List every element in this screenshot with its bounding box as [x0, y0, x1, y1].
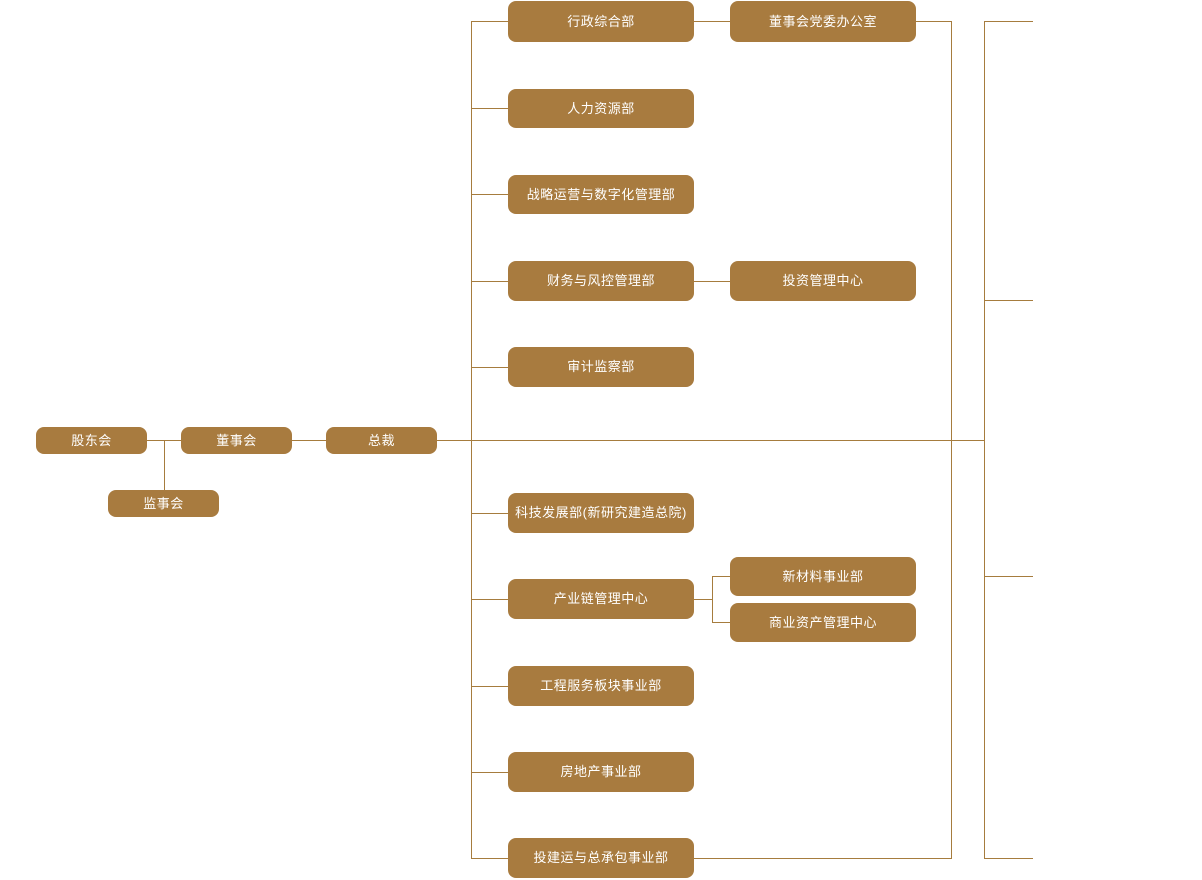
- connector-right-inner-bottom: [694, 858, 952, 859]
- node-strategy-digital-department-label: 战略运营与数字化管理部: [526, 186, 676, 202]
- node-tech-development-department-label: 科技发展部(新研究建造总院): [515, 505, 687, 521]
- node-finance-risk-department[interactable]: 财务与风控管理部: [508, 261, 694, 301]
- connector-far-right-stub-upper: [984, 300, 1033, 301]
- connector-branch-audit-supervision: [471, 367, 508, 368]
- node-audit-supervision-department-label: 审计监察部: [567, 359, 635, 375]
- connector-far-right-vertical: [984, 21, 985, 859]
- connector-branch-engineering-services: [471, 686, 508, 687]
- node-admin-general-department[interactable]: 行政综合部: [508, 1, 694, 42]
- connector-industry-chain-to-commercial-assets: [712, 622, 731, 623]
- connector-board-president: [291, 440, 327, 441]
- connector-branch-finance-risk: [471, 281, 508, 282]
- node-shareholders[interactable]: 股东会: [36, 427, 147, 454]
- node-shareholders-label: 股东会: [71, 432, 112, 448]
- node-board-of-directors-label: 董事会: [216, 432, 257, 448]
- connector-president-trunk: [437, 440, 985, 441]
- node-admin-general-department-label: 行政综合部: [567, 13, 635, 29]
- node-president[interactable]: 总裁: [326, 427, 437, 454]
- node-investment-management-center[interactable]: 投资管理中心: [730, 261, 916, 301]
- connector-main-trunk-vertical: [471, 21, 472, 859]
- node-board-party-committee-office-label: 董事会党委办公室: [768, 13, 877, 29]
- connector-far-right-stub-lower: [984, 576, 1033, 577]
- node-invest-build-epc-division-label: 投建运与总承包事业部: [533, 850, 669, 866]
- node-board-of-supervisors-label: 监事会: [143, 495, 184, 511]
- node-new-materials-division[interactable]: 新材料事业部: [730, 557, 916, 596]
- node-president-label: 总裁: [367, 432, 395, 448]
- node-real-estate-division[interactable]: 房地产事业部: [508, 752, 694, 792]
- node-new-materials-division-label: 新材料事业部: [782, 568, 864, 584]
- connector-branch-human-resources: [471, 108, 508, 109]
- connector-branch-admin-general: [471, 21, 508, 22]
- connector-branch-invest-build-epc: [471, 858, 508, 859]
- node-industry-chain-management-center[interactable]: 产业链管理中心: [508, 579, 694, 619]
- connector-right-inner-top: [916, 21, 952, 22]
- node-human-resources-department[interactable]: 人力资源部: [508, 89, 694, 128]
- node-industry-chain-management-center-label: 产业链管理中心: [553, 591, 649, 607]
- connector-industry-chain-bracket: [712, 576, 713, 623]
- connector-branch-tech-development: [471, 513, 508, 514]
- node-tech-development-department[interactable]: 科技发展部(新研究建造总院): [508, 493, 694, 533]
- node-strategy-digital-department[interactable]: 战略运营与数字化管理部: [508, 175, 694, 214]
- connector-admin-to-party-office: [694, 21, 731, 22]
- connector-far-right-stub-bottom: [984, 858, 1033, 859]
- node-engineering-services-division-label: 工程服务板块事业部: [540, 678, 662, 694]
- connector-right-inner-vertical: [951, 21, 952, 859]
- node-board-of-directors[interactable]: 董事会: [181, 427, 292, 454]
- connector-far-right-stub-top: [984, 21, 1033, 22]
- node-commercial-assets-management-center-label: 商业资产管理中心: [768, 614, 877, 630]
- connector-finance-to-investment: [694, 281, 731, 282]
- node-commercial-assets-management-center[interactable]: 商业资产管理中心: [730, 603, 916, 642]
- connector-branch-strategy-digital: [471, 194, 508, 195]
- connector-industry-chain-to-new-materials: [712, 576, 731, 577]
- connector-board-supervisors-vertical: [164, 440, 165, 504]
- node-board-of-supervisors[interactable]: 监事会: [108, 490, 219, 517]
- connector-industry-chain-stem: [694, 599, 713, 600]
- connector-branch-industry-chain: [471, 599, 508, 600]
- node-board-party-committee-office[interactable]: 董事会党委办公室: [730, 1, 916, 42]
- node-human-resources-department-label: 人力资源部: [567, 100, 635, 116]
- node-finance-risk-department-label: 财务与风控管理部: [546, 273, 655, 289]
- node-real-estate-division-label: 房地产事业部: [560, 764, 642, 780]
- node-engineering-services-division[interactable]: 工程服务板块事业部: [508, 666, 694, 706]
- node-invest-build-epc-division[interactable]: 投建运与总承包事业部: [508, 838, 694, 878]
- node-investment-management-center-label: 投资管理中心: [782, 273, 864, 289]
- connector-branch-real-estate: [471, 772, 508, 773]
- node-audit-supervision-department[interactable]: 审计监察部: [508, 347, 694, 387]
